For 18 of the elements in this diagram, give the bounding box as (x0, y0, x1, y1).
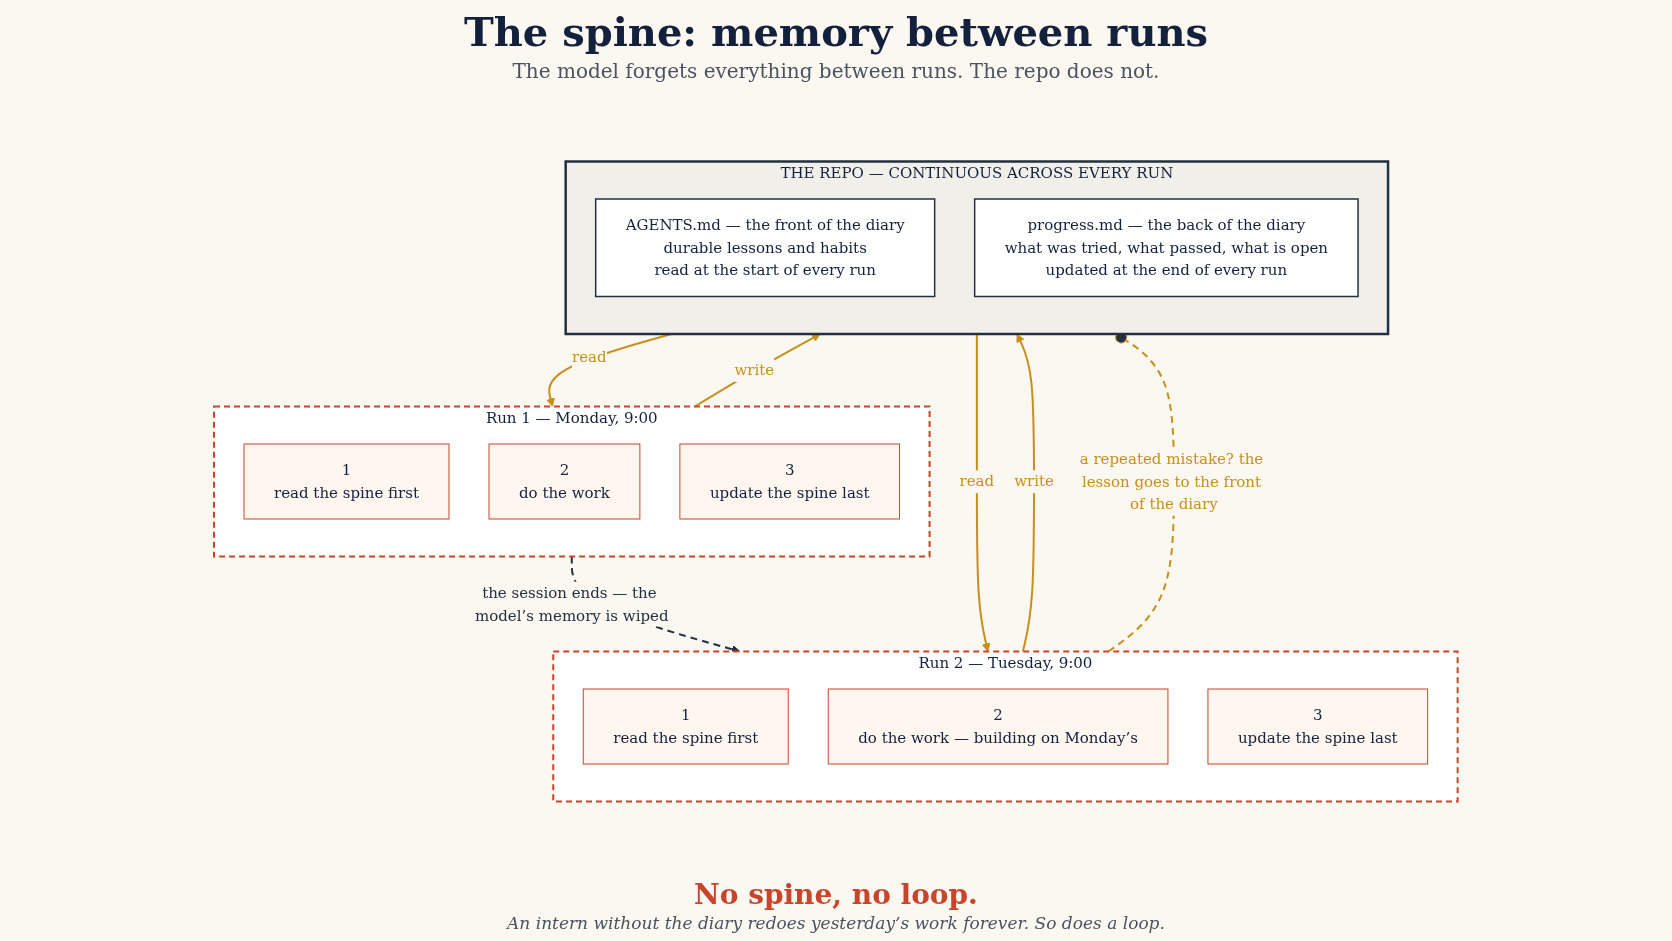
edge-label: write (1014, 472, 1055, 491)
node-box: 2 do the work (488, 443, 641, 520)
title: The spine: memory between runs (463, 8, 1209, 55)
footnote: An intern without the diary redoes yesterday’s work forever. So does a loop. (507, 913, 1165, 933)
edge-label: read (572, 347, 607, 366)
node-box: progress.md — the back of the diary what was tried, what passed, what is open updated at the end of every run (974, 198, 1359, 298)
edge-label: read (959, 472, 995, 491)
edge-label: a repeated mistake? the lesson goes to the front of the diary (1079, 449, 1264, 513)
tagline: No spine, no loop. (694, 878, 978, 911)
node-box: 1 read the spine first (243, 443, 450, 520)
subtitle: The model forgets everything between runs. The repo does not. (512, 59, 1160, 83)
edge-label: write (734, 361, 775, 379)
node-box: 1 read the spine first (582, 688, 789, 765)
node-box: 2 do the work — building on Monday’s (827, 688, 1169, 765)
node-box: AGENTS.md — the front of the diary durable lessons and habits read at the start of every run (595, 198, 936, 298)
edge-label: the session ends — the model’s memory is wiped (475, 583, 669, 624)
node-box: 3 update the spine last (1207, 688, 1429, 765)
node-box: 3 update the spine last (679, 443, 901, 520)
